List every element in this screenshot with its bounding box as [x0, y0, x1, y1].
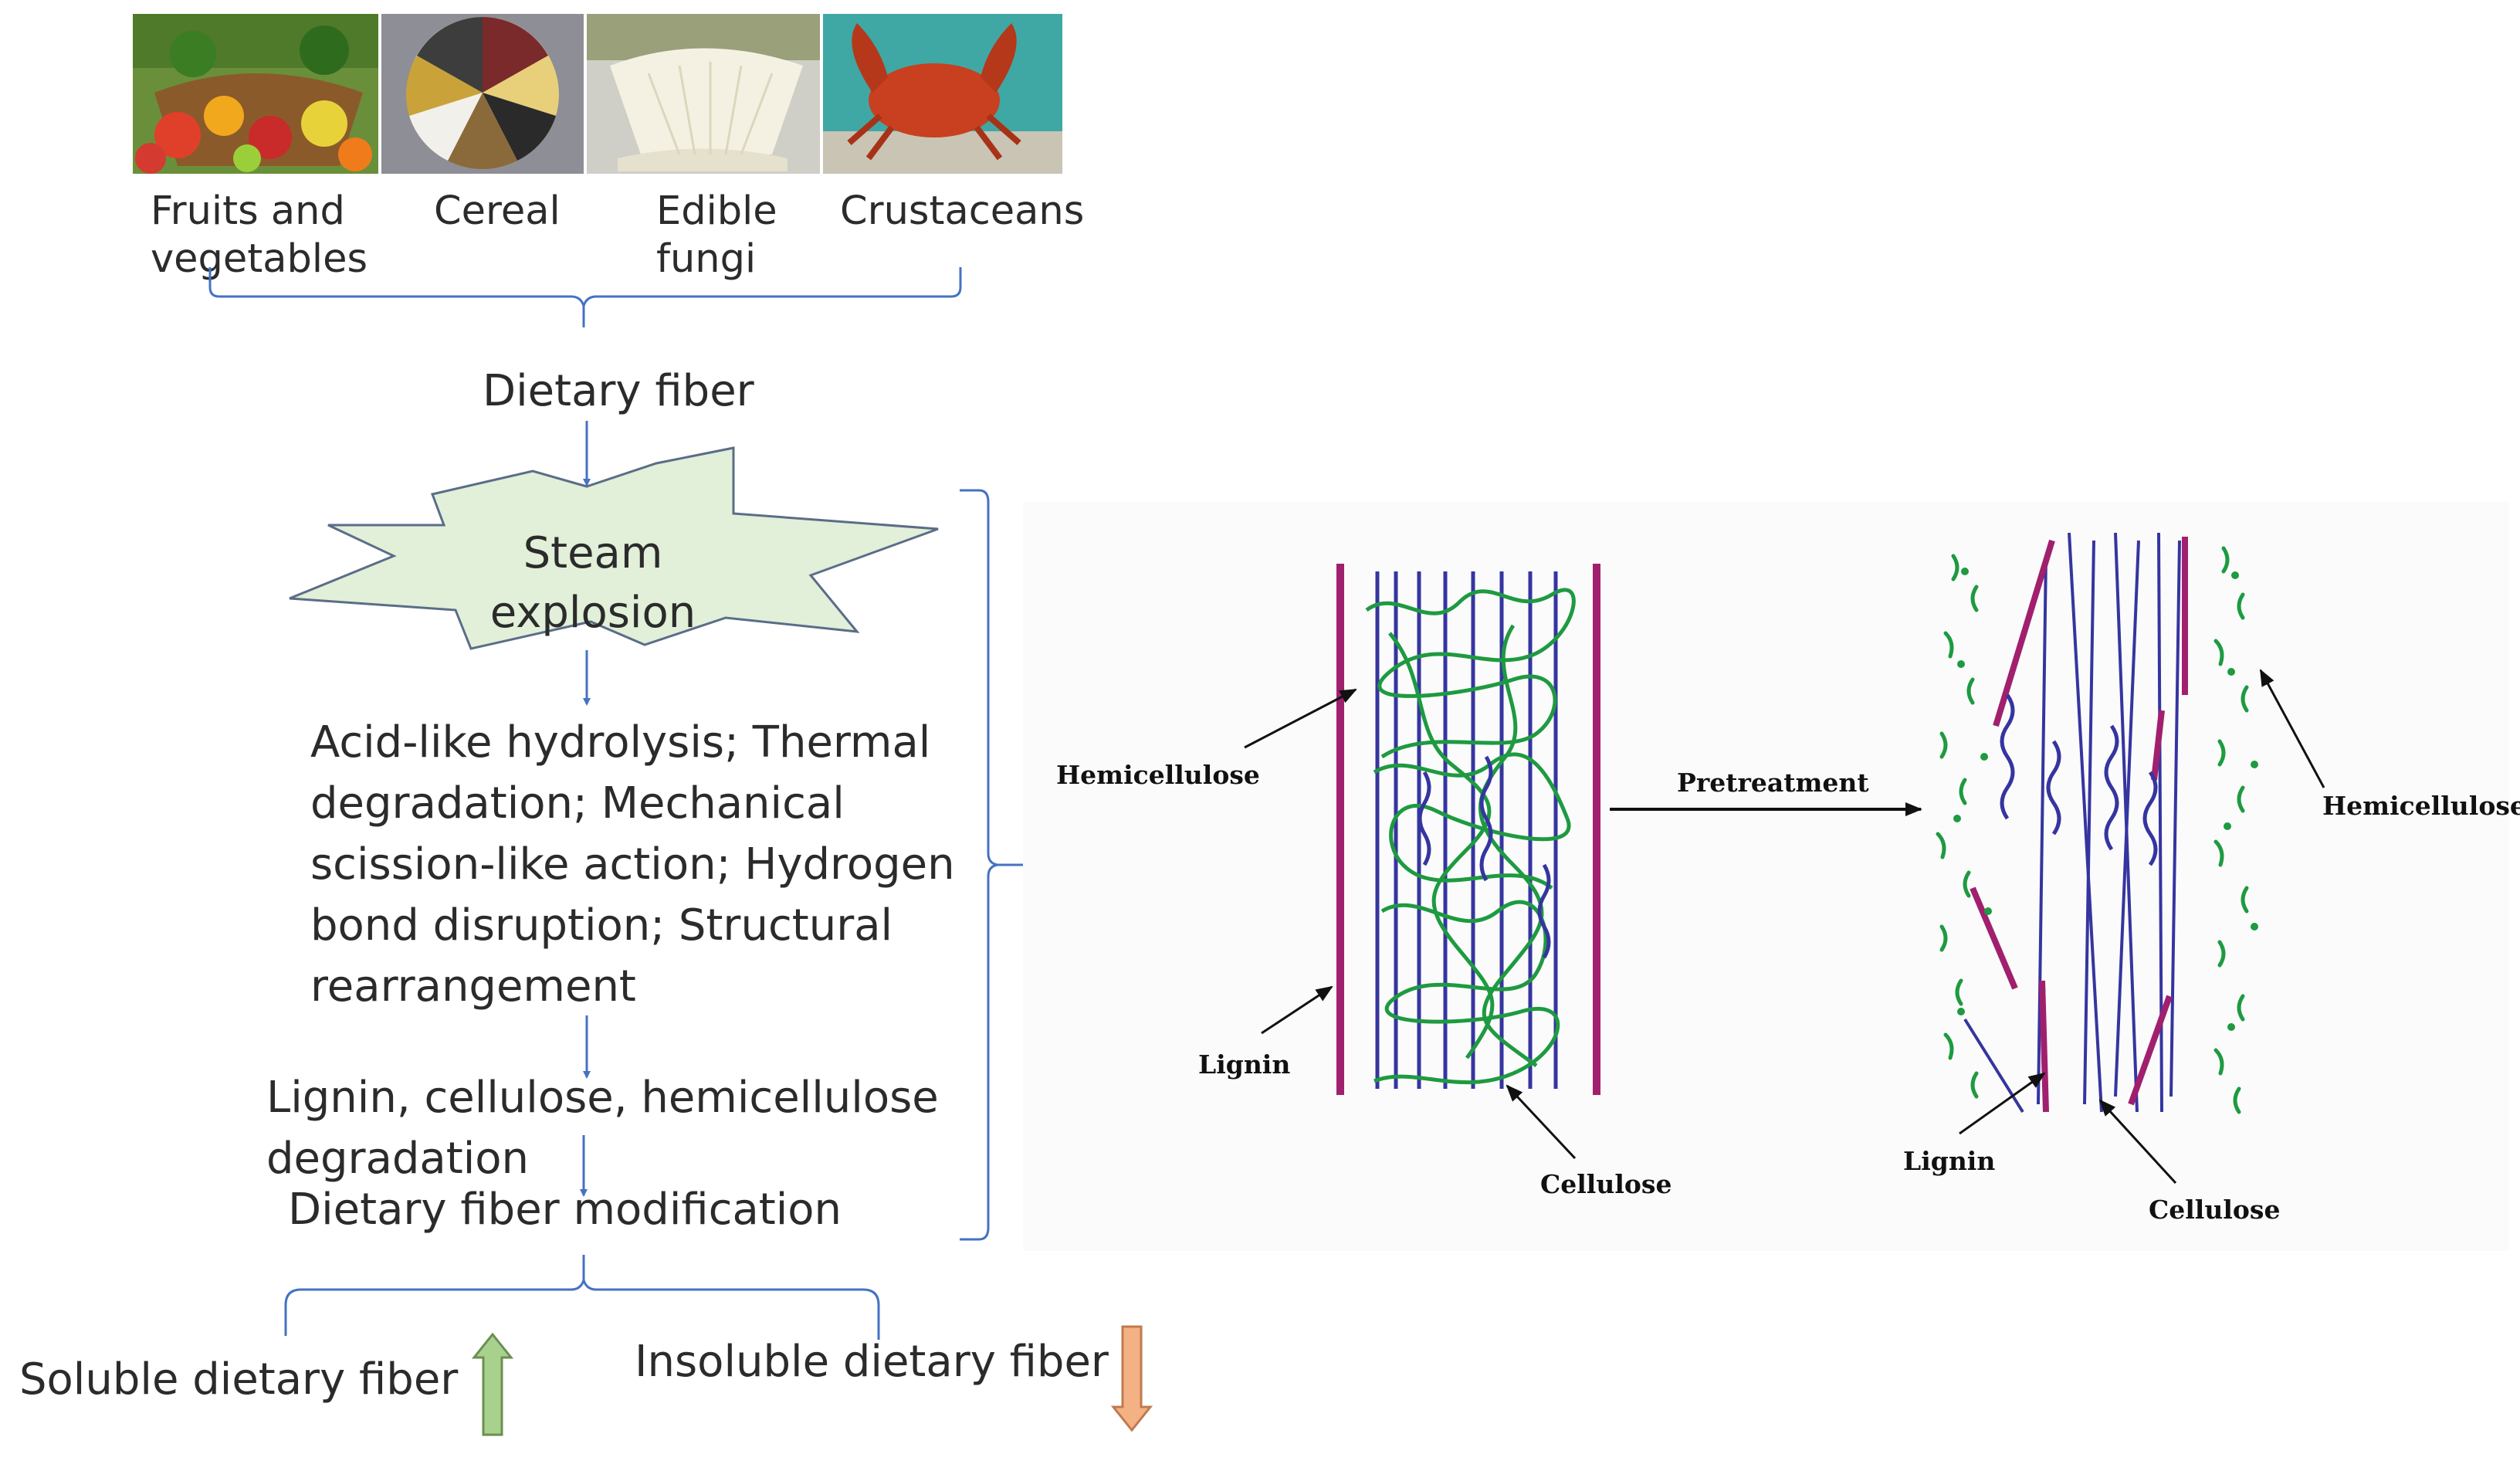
label-steam: Steam — [523, 528, 663, 578]
label-fruits-line1: Fruits and — [151, 188, 345, 234]
mechanism-line-3: scission-like action; Hydrogen — [310, 839, 955, 890]
structure-before — [1336, 564, 1600, 1095]
label-pretreatment: Pretreatment — [1677, 768, 1869, 798]
mechanism-line-1: Acid-like hydrolysis; Thermal — [310, 717, 930, 768]
label-hemicellulose-right: Hemicellulose — [2322, 791, 2520, 821]
label-explosion: explosion — [490, 588, 696, 638]
mechanism-line-4: bond disruption; Structural — [310, 900, 892, 951]
down-arrow-icon — [1110, 1325, 1153, 1432]
photo-fruits-vegetables — [133, 14, 378, 174]
lignin-fragments-after — [1970, 537, 2188, 1113]
top-brace — [208, 267, 962, 327]
label-degradation-line2: degradation — [266, 1134, 529, 1184]
mechanism-line-5: rearrangement — [310, 961, 636, 1012]
bottom-brace — [284, 1255, 880, 1340]
photo-edible-fungi — [587, 14, 820, 174]
label-fungi-line2: fungi — [656, 236, 756, 282]
label-cereal: Cereal — [434, 188, 561, 234]
pointer-lignin-right — [1959, 1072, 2046, 1135]
pointer-cellulose-left — [1506, 1084, 1577, 1160]
hemicellulose-tangle-before — [1365, 588, 1576, 1085]
hemicellulose-dots-after — [1953, 568, 2258, 1031]
label-fruits-line2: vegetables — [151, 236, 368, 282]
pointer-cellulose-right — [2098, 1099, 2177, 1185]
label-dietary-fiber: Dietary fiber — [483, 366, 755, 416]
cellulose-wiggles-after — [2000, 693, 2158, 866]
side-brace — [960, 489, 1025, 1241]
label-cellulose-right: Cellulose — [2149, 1195, 2280, 1225]
photo-cereal — [381, 14, 584, 174]
label-fungi-line1: Edible — [656, 188, 777, 234]
lignin-walls-before — [1336, 564, 1600, 1095]
label-cellulose-left: Cellulose — [1540, 1169, 1672, 1199]
label-modification: Dietary fiber modification — [288, 1185, 842, 1235]
pointer-hemicellulose-right — [2259, 669, 2325, 788]
structure-panel — [1023, 502, 2509, 1251]
label-crustaceans: Crustaceans — [840, 188, 1084, 234]
mechanism-line-2: degradation; Mechanical — [310, 778, 845, 829]
label-degradation-line1: Lignin, cellulose, hemicellulose — [266, 1073, 939, 1123]
photo-crustaceans — [823, 14, 1062, 174]
steam-explosion-starburst — [289, 446, 939, 650]
pointer-lignin-left — [1261, 985, 1333, 1035]
cellulose-wiggles-before — [1418, 755, 1551, 959]
label-insoluble-fiber: Insoluble dietary fiber — [635, 1337, 1109, 1387]
label-lignin-left: Lignin — [1198, 1049, 1290, 1080]
hemicellulose-dispersed-after — [1936, 546, 2249, 1114]
label-soluble-fiber: Soluble dietary fiber — [19, 1354, 459, 1405]
up-arrow-icon — [471, 1332, 514, 1436]
pointer-hemicellulose-left — [1244, 688, 1357, 749]
structure-after — [1936, 532, 2258, 1114]
label-hemicellulose-left: Hemicellulose — [1056, 760, 1260, 790]
label-lignin-right: Lignin — [1903, 1146, 1995, 1176]
